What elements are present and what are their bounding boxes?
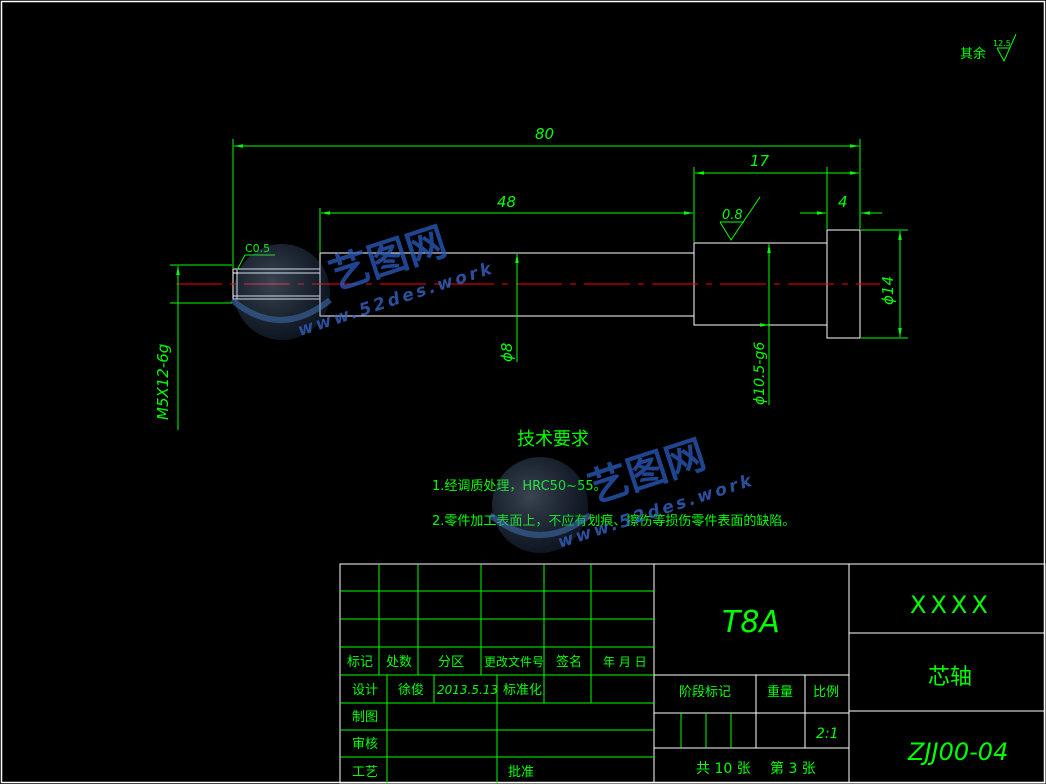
- tb-design-date: 2013.5.13: [437, 683, 498, 697]
- tb-design-label: 设计: [352, 683, 378, 698]
- tb-review: 审核: [352, 737, 378, 752]
- tb-stage-mark: 阶段标记: [679, 685, 731, 700]
- dim-thread: M5X12-6g: [154, 344, 172, 420]
- dim-flange-width: 4: [838, 193, 848, 211]
- dim-middle-length: 48: [497, 193, 516, 211]
- dim-flange-dia: ϕ14: [879, 276, 897, 305]
- tb-material: T8A: [722, 605, 780, 640]
- tb-sheets-total: 共 10 张: [696, 761, 751, 777]
- tb-header-signature: 签名: [556, 654, 582, 670]
- tb-scale-label: 比例: [813, 685, 839, 700]
- tb-part-name: 芯轴: [928, 665, 972, 690]
- roughness-value: 12.5: [993, 39, 1011, 48]
- tb-drawing-no: ZJJ00-04: [907, 738, 1008, 766]
- dim-bearing-dia: ϕ10.5-g6: [752, 342, 768, 405]
- tech-req-title: 技术要求: [517, 429, 589, 450]
- dim-shaft-dia: ϕ8: [498, 343, 516, 362]
- dim-head-length: 17: [750, 152, 770, 170]
- title-block: 标记 处数 分区 更改文件号 签名 年 月 日 设计 徐俊 2013.5.13 …: [339, 563, 1046, 784]
- tb-header-change-doc: 更改文件号: [484, 654, 544, 669]
- dim-roughness-bearing: 0.8: [722, 208, 743, 223]
- surface-roughness-note: 其余 12.5: [960, 33, 1017, 63]
- dimension-labels: 80 17 48 4 C0.5 0.8 ϕ14 ϕ10.5-g6 ϕ8 M5X1…: [154, 125, 897, 420]
- tb-designer: 徐俊: [398, 683, 424, 698]
- tb-standardize: 标准化: [503, 683, 542, 698]
- tb-process: 工艺: [352, 765, 378, 780]
- tb-sheet-no: 第 3 张: [770, 760, 816, 777]
- watermark-1: 艺图网 www.52des.work: [230, 219, 497, 341]
- tb-approve: 批准: [508, 765, 534, 780]
- tb-header-count: 处数: [386, 655, 412, 670]
- tb-header-zone: 分区: [438, 655, 464, 670]
- roughness-prefix: 其余: [960, 46, 986, 62]
- tb-weight: 重量: [767, 684, 793, 700]
- tb-header-date: 年 月 日: [603, 655, 647, 669]
- tb-company: XXXX: [910, 591, 992, 619]
- dim-overall-length: 80: [535, 125, 554, 143]
- tb-scale: 2:1: [816, 726, 839, 742]
- tb-drafting: 制图: [352, 710, 378, 725]
- dimensions: [170, 139, 908, 430]
- tb-header-mark: 标记: [347, 655, 373, 670]
